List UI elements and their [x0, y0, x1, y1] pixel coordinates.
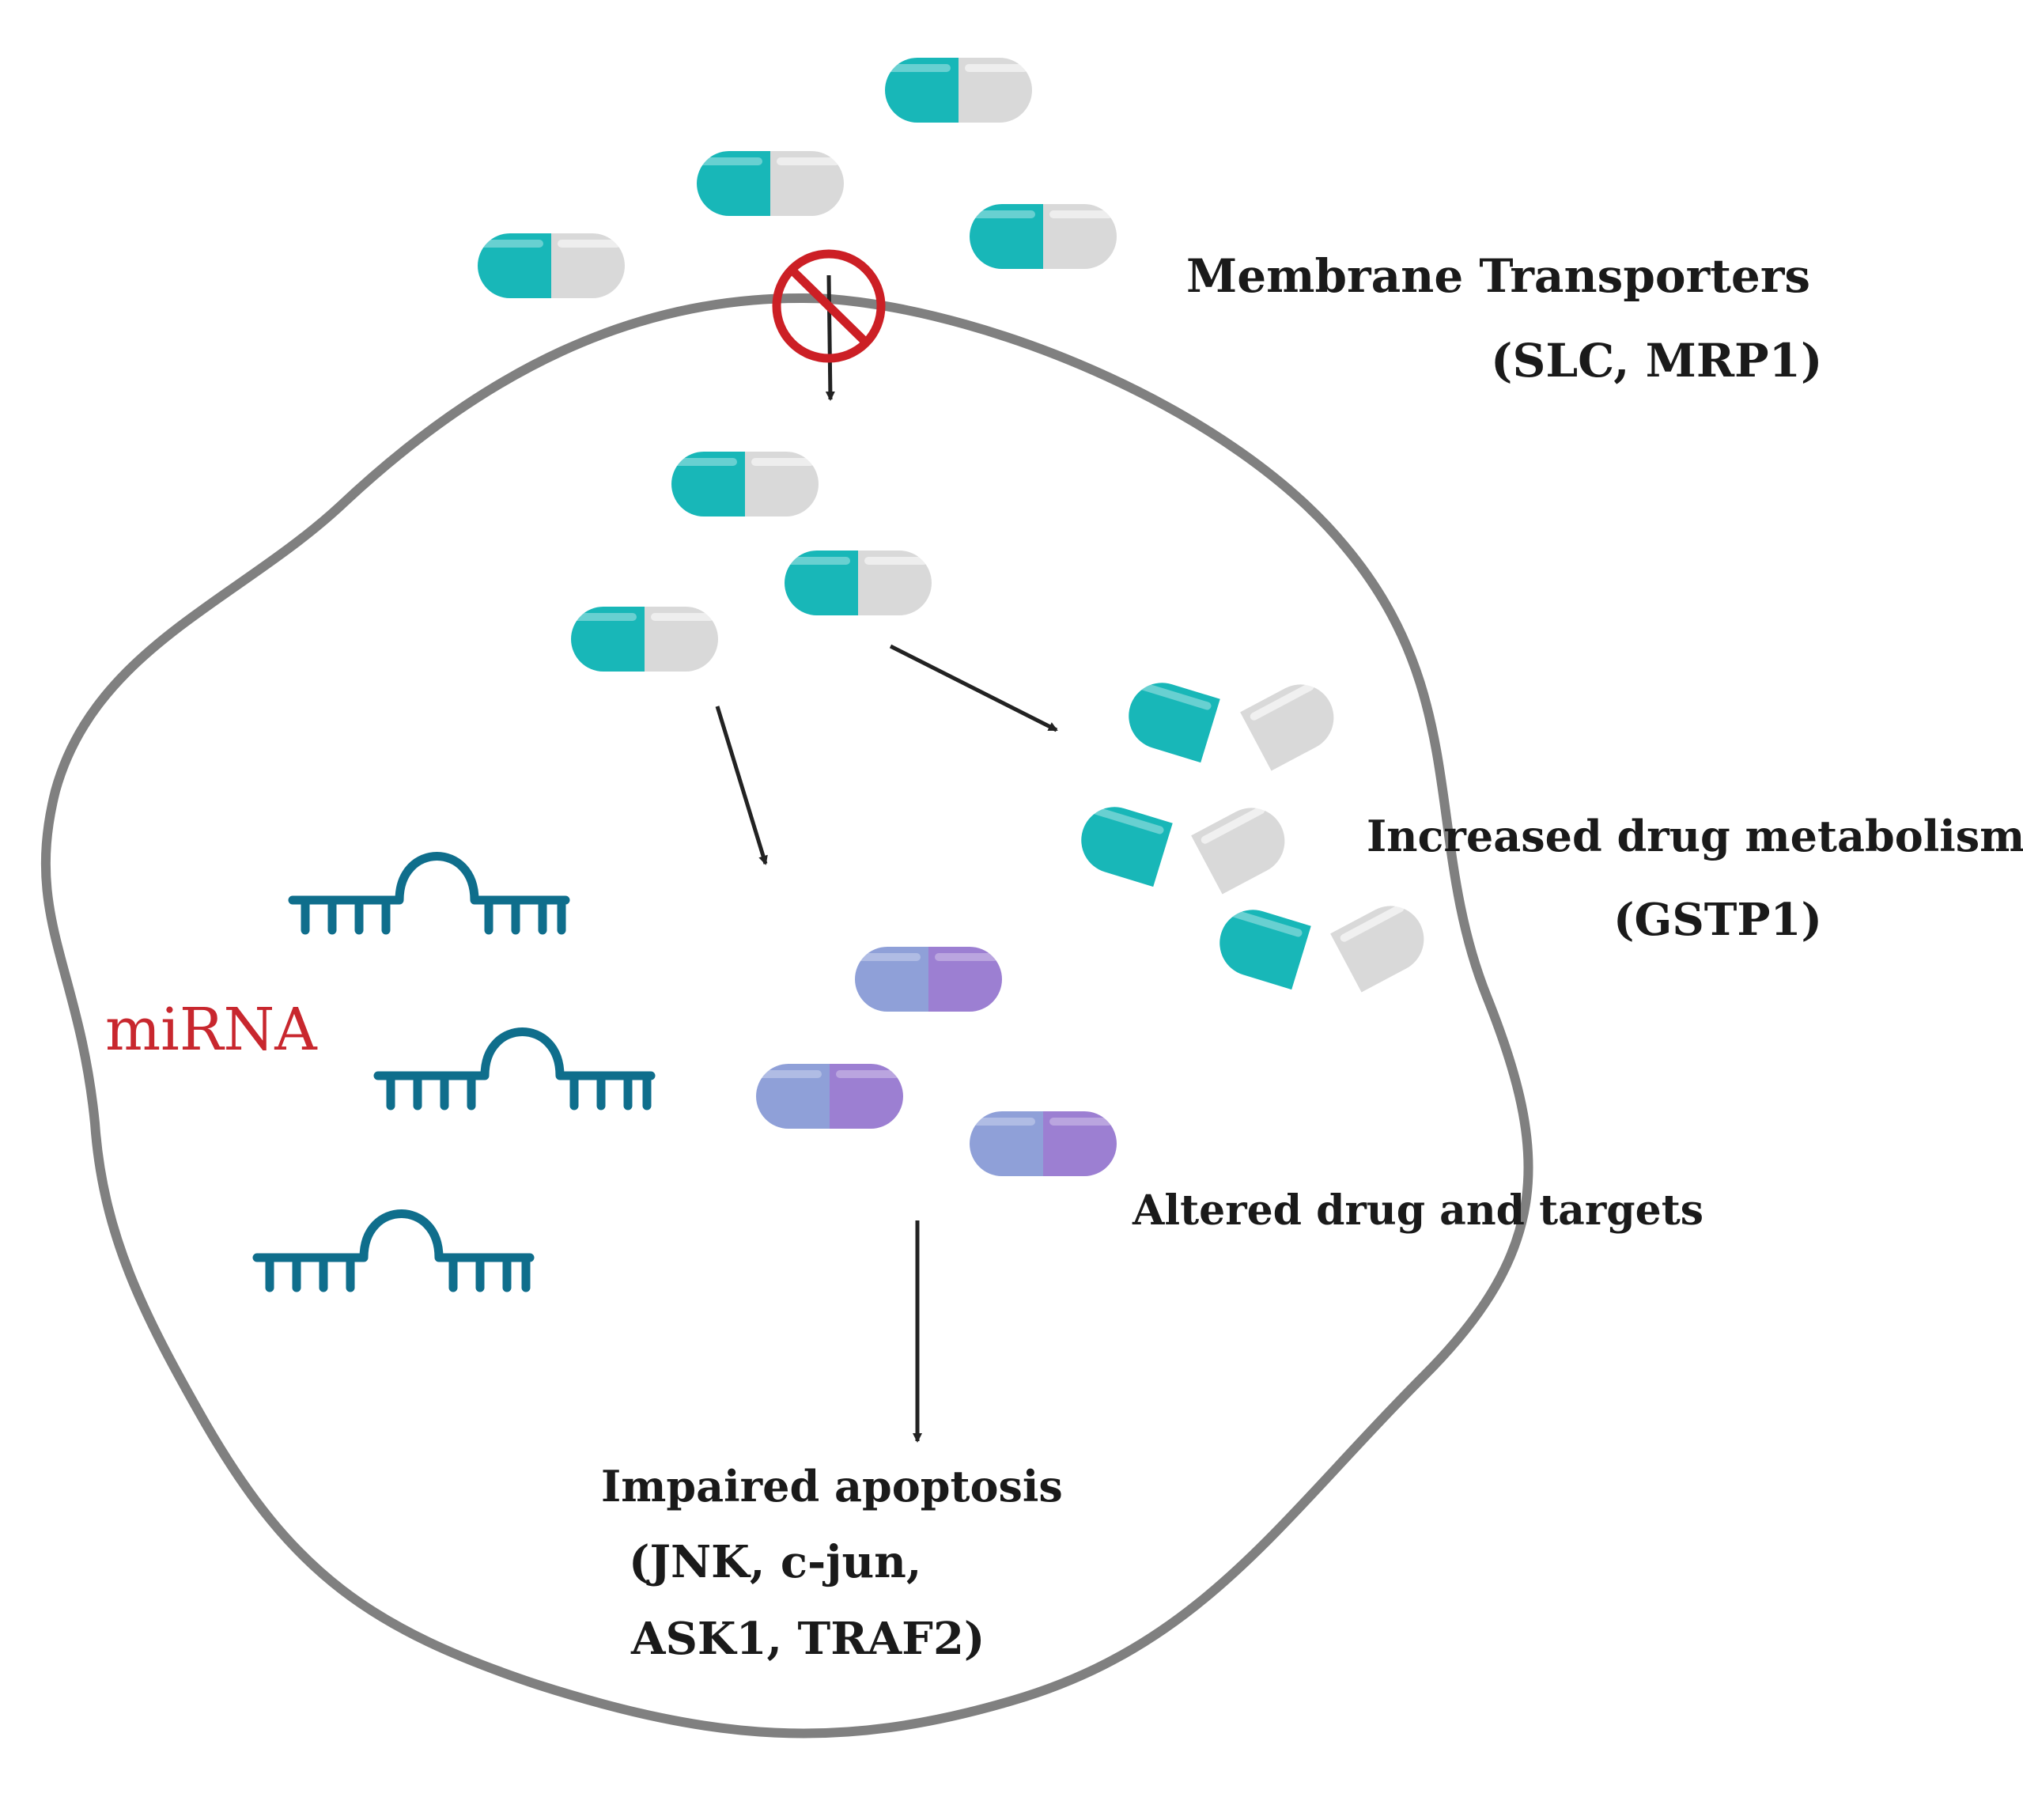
apoptosis-label: Impaired apoptosis: [601, 1461, 1063, 1512]
membrane-transporters-genes: (SLC, MRP1): [1491, 334, 1823, 388]
capsule-outside-2: [691, 151, 844, 216]
altered-targets-label: Altered drug and targets: [1133, 1186, 1703, 1235]
cell-membrane: [40, 293, 1533, 1739]
blocked-entry-arrow: [825, 274, 835, 401]
no-entry-icon: [772, 249, 886, 363]
mirna-hairpin-1: [293, 857, 565, 931]
altered-capsule-1: [849, 947, 1002, 1012]
capsule-outside-3: [964, 204, 1117, 269]
drug-metabolism-genes: (GSTP1): [1613, 894, 1823, 946]
arrow-to-targets: [715, 706, 768, 865]
mirna-label: miRNA: [105, 996, 317, 1064]
capsule-inside-1: [666, 452, 819, 516]
mirna-hairpin-3: [257, 1214, 530, 1288]
broken-capsule-3: [1209, 894, 1436, 993]
altered-capsule-3: [964, 1111, 1117, 1176]
capsule-inside-3: [565, 607, 718, 672]
membrane-transporters-label: Membrane Transporters: [1186, 249, 1811, 303]
apoptosis-genes-line-2: ASK1, TRAF2): [631, 1613, 985, 1665]
arrow-to-metabolism: [889, 644, 1058, 732]
drug-metabolism-label: Increased drug metabolism: [1367, 811, 2023, 861]
broken-capsule-2: [1071, 796, 1297, 895]
apoptosis-genes-line-1: (JNK, c-jun,: [629, 1536, 922, 1588]
altered-capsule-2: [751, 1064, 903, 1129]
capsule-inside-2: [779, 551, 932, 615]
capsule-outside-1: [879, 58, 1032, 123]
broken-capsule-1: [1118, 672, 1346, 771]
mirna-hairpin-2: [378, 1032, 651, 1107]
capsule-outside-4: [472, 233, 625, 298]
